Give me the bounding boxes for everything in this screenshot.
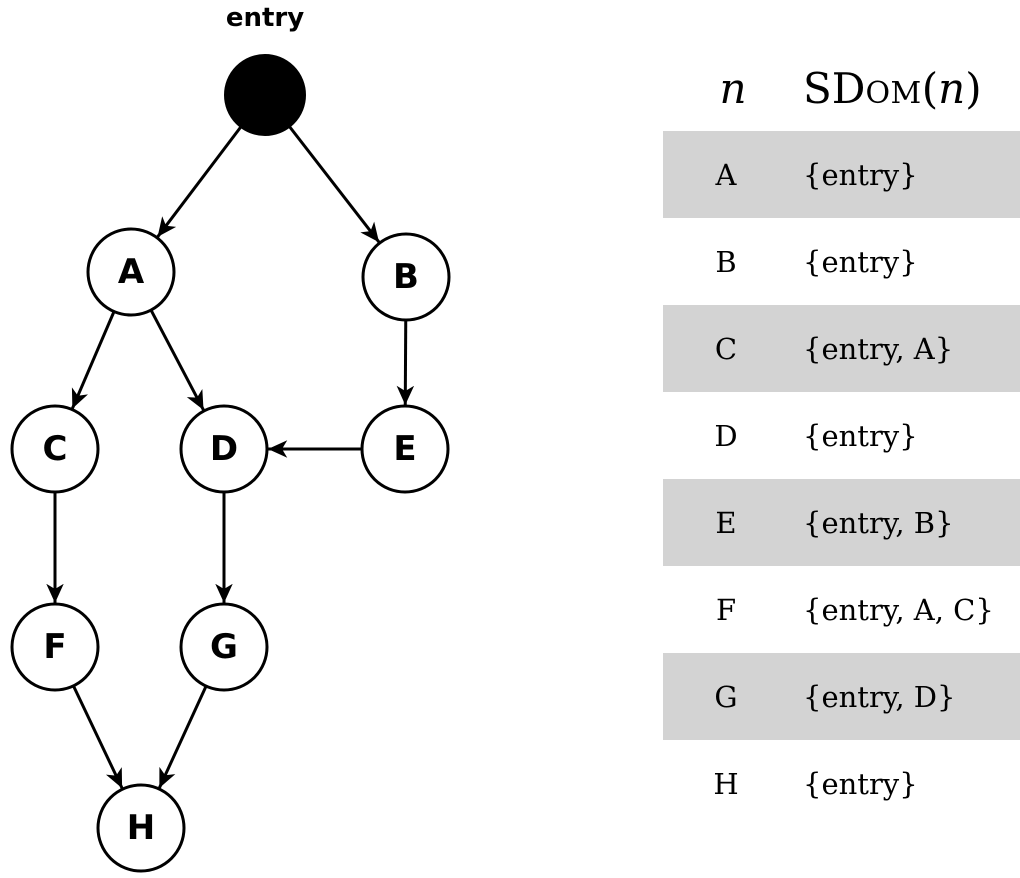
header-sdom-arg: n	[938, 63, 966, 113]
row-node-cell: D	[714, 418, 738, 453]
node-label-h: H	[127, 808, 155, 848]
header-n: n	[719, 63, 747, 113]
row-node-cell: F	[715, 592, 737, 627]
node-label-d: D	[210, 429, 238, 469]
node-b	[361, 232, 451, 322]
row-sdom-cell: {entry}	[803, 244, 918, 279]
table-row: H {entry}	[663, 740, 1020, 827]
row-sdom-cell: {entry, D}	[803, 679, 956, 714]
row-sdom-cell: {entry}	[803, 418, 918, 453]
row-node-cell: A	[715, 157, 737, 192]
entry-label: entry	[226, 3, 304, 33]
edges	[46, 125, 415, 789]
node-label-e: E	[393, 429, 416, 469]
sdom-table: n SDOM(n) A{entry}B{entry}C{entry, A}D{e…	[663, 45, 1020, 827]
header-sdom-close: )	[965, 63, 982, 113]
table-body: A {entry} B {entry} C {entry, A} D {entry} E {ent…	[663, 131, 1020, 827]
node-label-f: F	[43, 627, 66, 667]
row-node-cell: H	[713, 766, 739, 801]
edge-g-to-h	[157, 685, 208, 789]
header-sdom-open: (	[921, 63, 939, 113]
node-label-b: B	[393, 257, 419, 297]
table-row: D {entry}	[663, 392, 1020, 479]
row-sdom-cell: {entry, A, C}	[803, 592, 994, 627]
node-c	[10, 404, 100, 494]
node-h	[96, 783, 186, 873]
node-label-g: G	[210, 627, 238, 667]
edge-f-to-h	[72, 685, 124, 789]
row-node-cell: G	[714, 679, 738, 714]
row-sdom-cell: {entry, A}	[803, 331, 954, 366]
node-f	[10, 602, 100, 692]
node-e	[360, 404, 450, 494]
node-d	[179, 404, 269, 494]
edge-entry-to-a	[156, 125, 243, 238]
table-row: B {entry}	[663, 218, 1020, 305]
table-row: A {entry}	[663, 131, 1020, 218]
table-row: G {entry, D}	[663, 653, 1020, 740]
edge-a-to-c	[70, 310, 116, 410]
row-sdom-cell: {entry}	[803, 766, 918, 801]
node-g	[179, 602, 269, 692]
table-row: F {entry, A, C}	[663, 566, 1020, 653]
table-header: n SDOM(n)	[663, 45, 1020, 131]
header-sdom: SDOM(n)	[803, 64, 1020, 113]
row-node-cell: C	[714, 331, 738, 366]
row-sdom-cell: {entry, B}	[803, 505, 954, 540]
row-node-cell: E	[715, 505, 737, 540]
row-sdom-cell: {entry}	[803, 157, 918, 192]
header-sdom-prefix: SD	[803, 63, 866, 113]
edge-entry-to-b	[288, 125, 381, 244]
node-label-a: A	[118, 252, 145, 292]
table-row: E {entry, B}	[663, 479, 1020, 566]
table-row: C {entry, A}	[663, 305, 1020, 392]
node-entry	[224, 54, 306, 136]
edge-a-to-d	[149, 309, 205, 411]
row-node-cell: B	[715, 244, 737, 279]
node-a	[86, 227, 176, 317]
header-sdom-smallcaps: OM	[865, 75, 922, 111]
node-label-c: C	[43, 429, 68, 469]
